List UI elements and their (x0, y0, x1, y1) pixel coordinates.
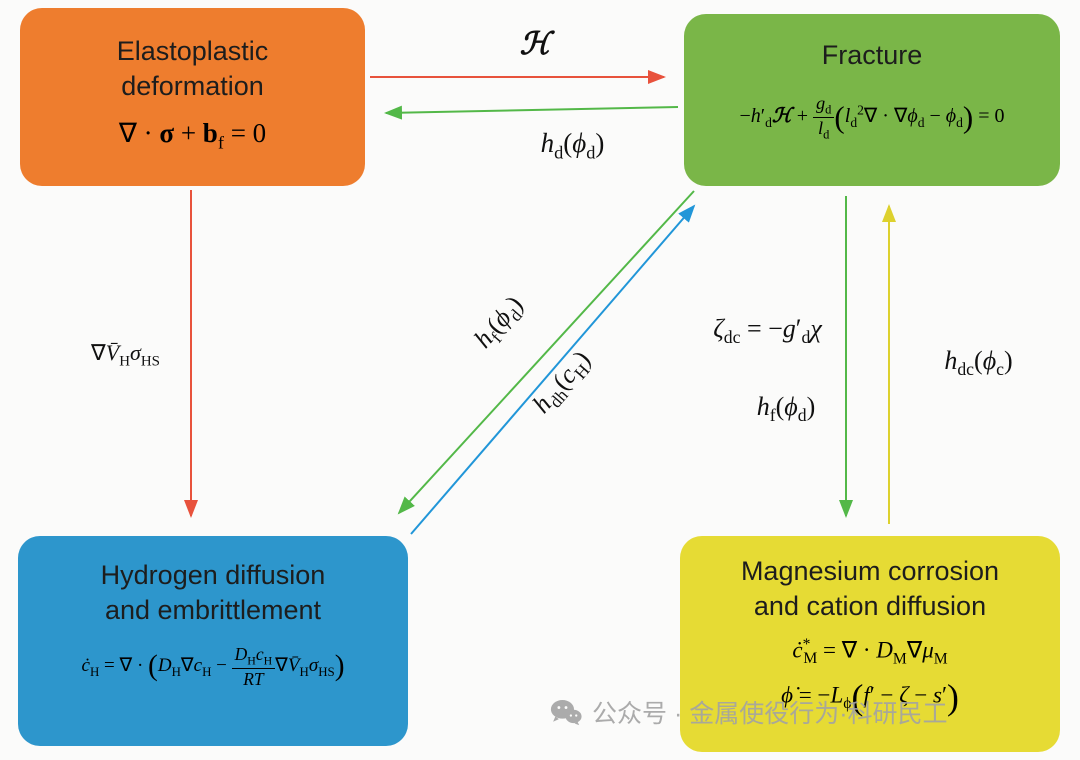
arrow-label-h-d: hd(ϕd) (540, 128, 605, 163)
watermark: 公众号 · 金属使役行为·科研民工 (550, 694, 948, 730)
equation-cation-diffusion: ċ*M = ∇ · DM∇μM (792, 636, 948, 668)
arrow-label-grad-v-sigma: ∇V̄HσHS (91, 340, 160, 370)
wechat-icon (550, 700, 582, 726)
watermark-text: 公众号 · 金属使役行为·科研民工 (592, 700, 948, 728)
arrow-label-h-f-vertical: hf(ϕd) (756, 392, 816, 426)
arrow-fracture-to-hydrogen (397, 190, 695, 515)
arrow-label-h-dc: hdc(ϕc) (944, 346, 1013, 380)
equation-equilibrium: ∇ · σ + bf = 0 (118, 118, 267, 153)
arrow-fracture-to-elastoplastic (384, 105, 679, 120)
arrow-label-zeta-dc: ζdc = −g′dχ (713, 314, 822, 348)
arrow-label-history-field: ℋ (519, 26, 551, 61)
equation-corrosion-phase-field: ϕ̇ = −Lϕ(f′ − ζ − s′) (781, 677, 959, 718)
arrow-label-h-f-diagonal: hf(ϕd) (468, 290, 529, 354)
box-title-fracture: Fracture (821, 40, 923, 70)
